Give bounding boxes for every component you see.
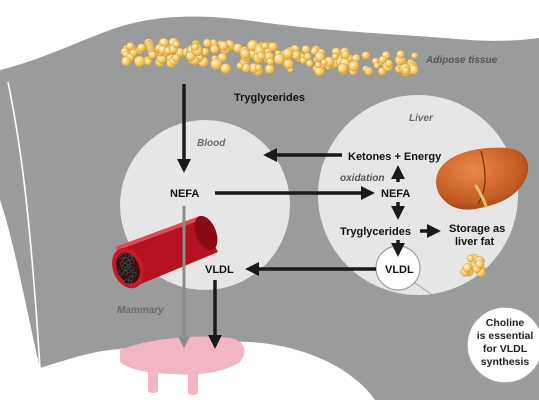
choline-connector: [414, 282, 473, 323]
label-oxidation: oxidation: [340, 173, 384, 184]
label-choline-line3: for VLDL: [483, 343, 528, 355]
label-vldl-liver: VLDL: [385, 264, 414, 276]
fat-globules-icon: [120, 37, 419, 77]
liver-circle: [318, 95, 518, 295]
label-nefa-liver: NEFA: [381, 188, 410, 200]
label-storage-line2: liver fat: [455, 236, 494, 248]
label-vldl-blood: VLDL: [205, 264, 234, 276]
label-storage-line1: Storage as: [449, 223, 505, 235]
label-choline-line2: is essential: [477, 330, 534, 342]
cow-back-outline: [7, 81, 41, 369]
small-fat-icon: [460, 253, 486, 278]
udder-icon: [120, 336, 245, 395]
label-blood: Blood: [197, 138, 226, 149]
blood-vessel-icon: [112, 215, 218, 289]
label-tryglycerides-liver: Tryglycerides: [340, 226, 411, 238]
label-tryglycerides-top: Tryglycerides: [234, 92, 305, 104]
label-liver: Liver: [409, 113, 434, 124]
label-choline-line4: synthesis: [481, 356, 530, 368]
label-adipose-tissue: Adipose tissue: [425, 55, 498, 66]
choline-bubble: [466, 306, 539, 384]
label-nefa-blood: NEFA: [170, 188, 199, 200]
label-ketones-energy: Ketones + Energy: [348, 151, 442, 163]
label-choline-line1: Choline: [486, 317, 525, 329]
label-mammary: Mammary: [117, 305, 164, 316]
liver-icon: [436, 147, 529, 210]
